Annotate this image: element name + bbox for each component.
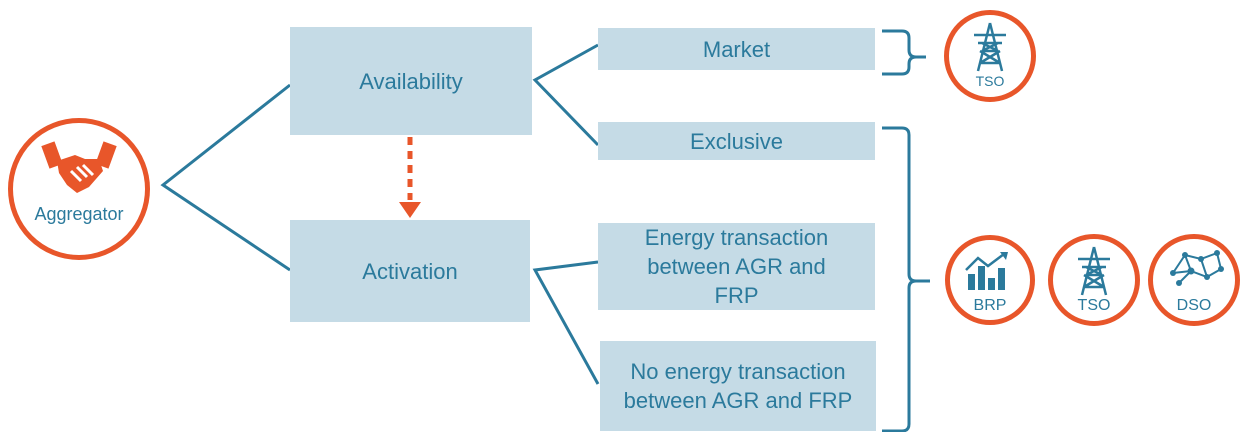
no-energy-transaction-label: No energy transaction between AGR and FR… xyxy=(623,359,853,413)
aggregator-label: Aggregator xyxy=(34,204,124,224)
tso-actor: TSO xyxy=(1048,234,1140,326)
dashed-arrow-head xyxy=(399,202,421,218)
market-box: Market xyxy=(598,28,875,70)
energy-transaction-label: Energy transaction between AGR and FRP xyxy=(644,225,829,308)
availability-label: Availability xyxy=(359,68,463,94)
network-icon xyxy=(1170,250,1224,286)
no-energy-transaction-box: No energy transaction between AGR and FR… xyxy=(600,341,876,431)
activation-box: Activation xyxy=(290,220,530,322)
exclusive-box: Exclusive xyxy=(598,122,875,160)
aggregator-actor: Aggregator xyxy=(8,118,150,260)
market-label: Market xyxy=(702,36,771,62)
market-bracket xyxy=(882,29,926,76)
connector-aggregator xyxy=(160,83,291,272)
dso-label: DSO xyxy=(1176,297,1212,314)
brp-actor: BRP xyxy=(945,235,1035,325)
connector-activation xyxy=(532,260,600,385)
tso-label: TSO xyxy=(1077,297,1111,314)
brp-label: BRP xyxy=(973,297,1007,314)
group-bracket xyxy=(882,126,930,432)
tso-market-actor: TSO xyxy=(944,10,1036,102)
transmission-tower-icon xyxy=(974,22,1006,72)
dso-actor: DSO xyxy=(1148,234,1240,326)
transmission-tower-icon xyxy=(1078,246,1110,296)
energy-transaction-box: Energy transaction between AGR and FRP xyxy=(598,223,875,310)
availability-box: Availability xyxy=(290,27,532,135)
activation-label: Activation xyxy=(362,258,458,284)
exclusive-label: Exclusive xyxy=(690,128,783,154)
connector-availability xyxy=(532,43,600,147)
bar-chart-icon xyxy=(965,252,1008,290)
handshake-icon xyxy=(41,141,117,193)
tso-market-label: TSO xyxy=(975,73,1005,89)
